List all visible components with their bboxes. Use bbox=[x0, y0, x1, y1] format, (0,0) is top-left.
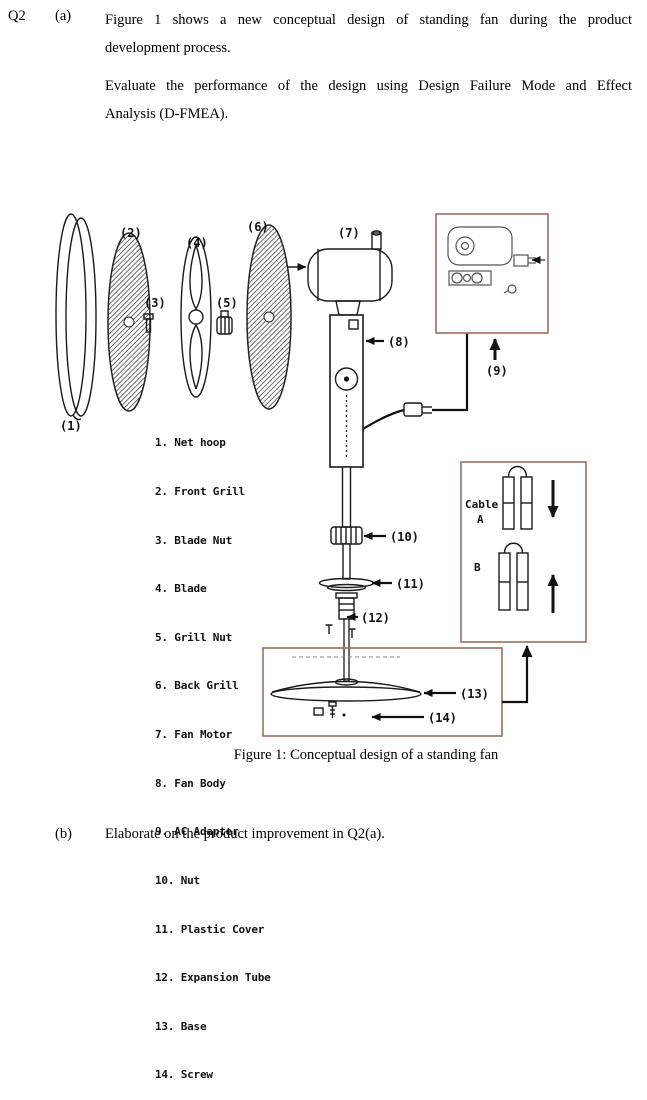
expansion-tube bbox=[335, 592, 358, 620]
pole-nut bbox=[330, 526, 363, 545]
callout-12: (12) bbox=[361, 611, 390, 625]
paragraph-line: Analysis (D-FMEA). bbox=[105, 106, 229, 122]
figure-diagram: (1) (2) (3) (4) (5) (6) bbox=[55, 213, 587, 737]
callout-5: (5) bbox=[216, 296, 238, 310]
parts-list-item: 2. Front Grill bbox=[155, 485, 245, 499]
parts-list-item: 4. Blade bbox=[155, 582, 207, 596]
cable-tube-b bbox=[498, 542, 529, 611]
part-b-text: Elaborate on the product improvement in … bbox=[105, 826, 385, 842]
parts-list-item: 3. Blade Nut bbox=[155, 533, 233, 547]
callout-11: (11) bbox=[396, 577, 425, 591]
parts-list-item: 9. AC Adapter bbox=[155, 825, 239, 839]
front-grill bbox=[107, 232, 151, 412]
plastic-cover bbox=[318, 577, 375, 592]
callout-4: (4) bbox=[186, 236, 208, 250]
callout-10: (10) bbox=[390, 530, 419, 544]
cable-b-label: B bbox=[474, 561, 481, 574]
parts-list-item: 5. Grill Nut bbox=[155, 630, 233, 644]
cable-inset: Cable A B bbox=[460, 461, 587, 643]
parts-list-item: 11. Plastic Cover bbox=[155, 922, 265, 936]
net-hoop bbox=[55, 213, 97, 421]
blade-nut bbox=[143, 313, 154, 333]
callout-1: (1) bbox=[60, 419, 82, 433]
part-b-label: (b) bbox=[55, 826, 72, 842]
part-a-label: (a) bbox=[55, 8, 72, 24]
paragraph-line: Evaluate the performance of the design u… bbox=[105, 78, 632, 94]
pole-assembly bbox=[318, 466, 375, 682]
parts-list-item: 6. Back Grill bbox=[155, 679, 239, 693]
parts-list-item: 8. Fan Body bbox=[155, 776, 226, 790]
figure-caption: Figure 1: Conceptual design of a standin… bbox=[233, 747, 499, 763]
parts-list: 1. Net hoop 2. Front Grill 3. Blade Nut … bbox=[155, 403, 271, 1100]
parts-list-item: 14. Screw bbox=[155, 1068, 213, 1082]
grill-nut bbox=[216, 310, 233, 335]
parts-list-item: 12. Expansion Tube bbox=[155, 971, 271, 985]
question-number: Q2 bbox=[8, 8, 26, 24]
parts-list-item: 13. Base bbox=[155, 1019, 207, 1033]
parts-list-item: 10. Nut bbox=[155, 873, 200, 887]
callout-2: (2) bbox=[120, 226, 142, 240]
cable-tube-a bbox=[502, 465, 533, 530]
parts-list-item: 7. Fan Motor bbox=[155, 728, 233, 742]
callout-13: (13) bbox=[460, 687, 489, 701]
part-a-paragraph-1: Figure 1 shows a new conceptual design o… bbox=[105, 6, 632, 62]
cable-a-label: A bbox=[477, 513, 484, 526]
part-a-paragraph-2: Evaluate the performance of the design u… bbox=[105, 72, 632, 128]
inset-connector-arrow bbox=[502, 645, 533, 704]
callout-6: (6) bbox=[247, 220, 269, 234]
fan-motor bbox=[288, 230, 393, 316]
fan-blade bbox=[180, 236, 212, 398]
callout-14: (14) bbox=[428, 711, 457, 725]
callout-8: (8) bbox=[388, 335, 410, 349]
fan-body bbox=[329, 314, 364, 468]
ac-adapter bbox=[362, 333, 469, 430]
callout-3: (3) bbox=[144, 296, 166, 310]
base-screw bbox=[313, 701, 346, 718]
paragraph-line: development process. bbox=[105, 40, 231, 56]
callout-7: (7) bbox=[338, 226, 360, 240]
cable-label: Cable bbox=[465, 498, 498, 511]
paragraph-line: Figure 1 shows a new conceptual design o… bbox=[105, 12, 632, 28]
motor-detail-inset bbox=[435, 213, 549, 334]
callout-9: (9) bbox=[486, 364, 508, 378]
back-grill bbox=[246, 224, 292, 410]
parts-list-item: 1. Net hoop bbox=[155, 436, 226, 450]
base-inset bbox=[262, 647, 503, 737]
